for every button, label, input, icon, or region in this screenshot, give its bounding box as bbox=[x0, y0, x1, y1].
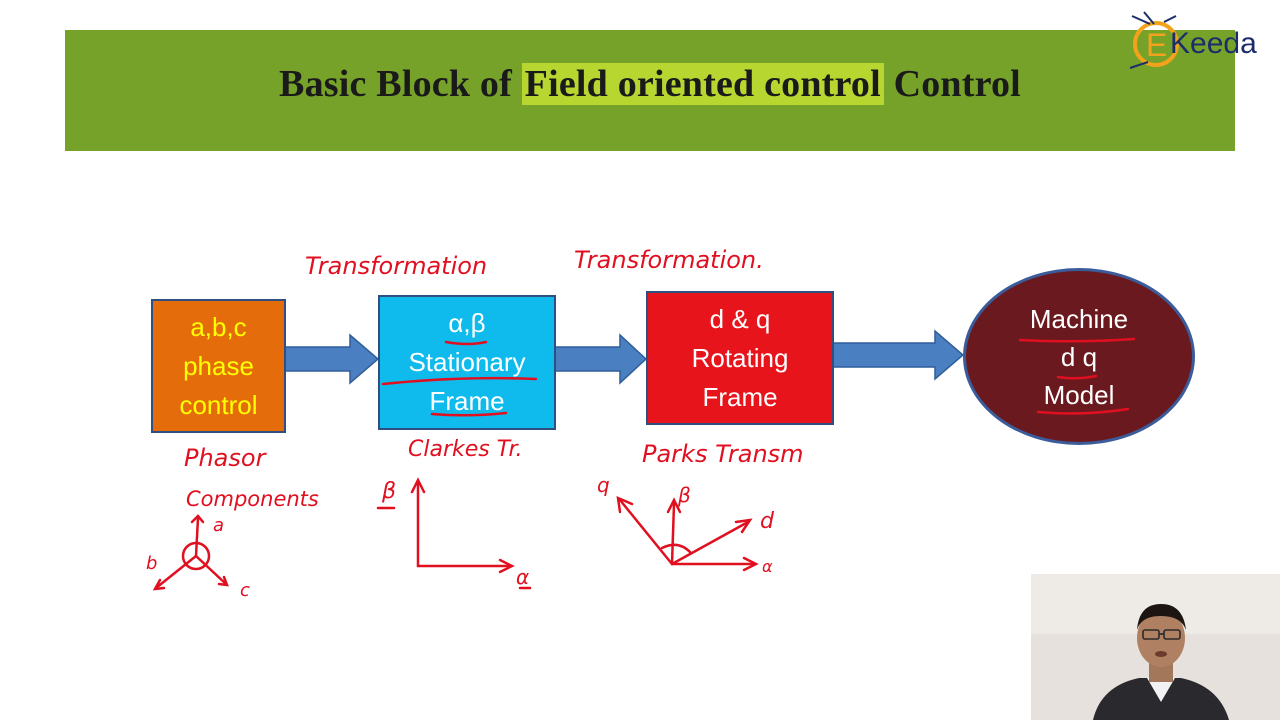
stationary-frame-block: α,β Stationary Frame bbox=[378, 295, 556, 430]
ekeeda-logo-icon: E bbox=[1129, 11, 1179, 69]
annotation-phasor: Phasor bbox=[184, 444, 268, 472]
machine-line-3: Model bbox=[1043, 379, 1115, 410]
machine-dq-model-ellipse: Machine d q Model bbox=[963, 268, 1195, 445]
presenter-webcam bbox=[1031, 574, 1280, 720]
abc-phasor-sketch bbox=[152, 514, 229, 591]
park-axes-sketch bbox=[616, 495, 759, 572]
stationary-line-1: α,β bbox=[448, 308, 486, 338]
rotating-line-2: Rotating bbox=[691, 342, 789, 373]
abc-line-1: a,b,c bbox=[190, 311, 247, 342]
clarke-label-alpha: α bbox=[516, 565, 529, 589]
arrow-abc-to-stationary bbox=[282, 333, 380, 385]
machine-line-1: Machine bbox=[1029, 303, 1129, 334]
annotation-transformation-1: Transformation bbox=[305, 252, 487, 280]
abc-line-3: control bbox=[179, 389, 258, 420]
logo-letter: E bbox=[1146, 27, 1167, 63]
annotation-transformation-2: Transformation. bbox=[574, 246, 764, 274]
annotation-clarkes: Clarkes Tr. bbox=[408, 437, 522, 462]
arrow-rotating-to-machine bbox=[830, 329, 965, 381]
annotation-parks: Parks Transm bbox=[642, 440, 804, 468]
presenter-avatar-icon bbox=[1031, 574, 1280, 720]
arrow-stationary-to-rotating bbox=[552, 333, 648, 385]
stationary-line-2: Stationary bbox=[408, 347, 526, 377]
abc-line-2: phase bbox=[183, 350, 254, 381]
abc-label-b: b bbox=[146, 553, 157, 574]
stationary-line-3: Frame bbox=[429, 386, 505, 416]
park-label-q: q bbox=[597, 473, 610, 497]
park-label-d: d bbox=[760, 509, 775, 534]
rotating-line-3: Frame bbox=[702, 381, 778, 412]
title-part-1: Basic Block of bbox=[279, 63, 522, 105]
logo-text: Keeda bbox=[1170, 27, 1257, 60]
title-part-3: Control bbox=[883, 63, 1021, 105]
rotating-frame-block: d & q Rotating Frame bbox=[646, 291, 834, 425]
clarke-axes-sketch bbox=[410, 477, 515, 574]
underlines bbox=[376, 337, 1136, 590]
abc-label-a: a bbox=[213, 515, 224, 536]
abc-label-c: c bbox=[240, 580, 250, 601]
park-label-alpha: α bbox=[762, 557, 773, 576]
machine-line-2: d q bbox=[1060, 341, 1098, 372]
slide-title: Basic Block of Field oriented control Co… bbox=[65, 62, 1235, 106]
clarke-label-beta: β bbox=[381, 479, 396, 504]
park-label-beta: β bbox=[677, 483, 691, 507]
title-highlight: Field oriented control bbox=[521, 63, 884, 105]
rotating-line-1: d & q bbox=[709, 303, 771, 334]
abc-phase-control-block: a,b,c phase control bbox=[151, 299, 286, 433]
annotation-components: Components bbox=[186, 487, 319, 511]
